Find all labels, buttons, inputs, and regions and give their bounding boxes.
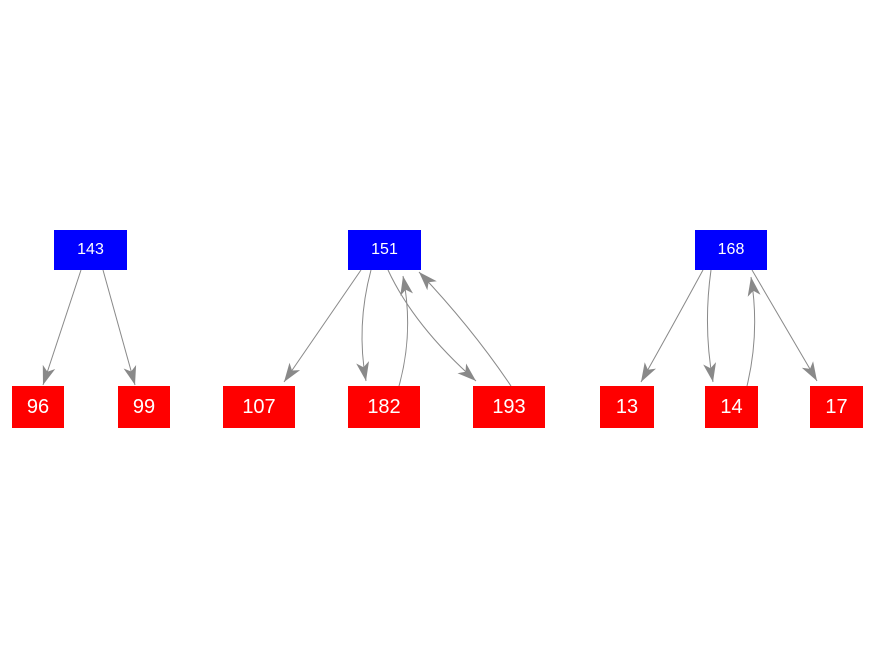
arrowhead-icon: [419, 272, 437, 291]
edge-143-96: [42, 269, 82, 386]
node-182: 182: [348, 386, 420, 428]
arrowhead-icon: [641, 362, 656, 382]
edge-line: [418, 271, 512, 387]
arrowhead-icon: [400, 276, 413, 296]
node-107: 107: [223, 386, 295, 428]
arrowhead-icon: [703, 362, 716, 382]
edge-151-107: [283, 269, 362, 383]
edge-line: [640, 269, 704, 383]
node-143: 143: [54, 230, 127, 270]
node-13: 13: [600, 386, 654, 428]
edge-182-151: [398, 275, 413, 387]
node-193: 193: [473, 386, 545, 428]
edge-168-13: [640, 269, 704, 383]
edge-line: [283, 269, 362, 383]
arrowhead-icon: [747, 277, 761, 297]
arrowhead-icon: [457, 363, 476, 381]
edge-14-168: [746, 276, 761, 387]
edge-168-17: [751, 269, 818, 382]
edge-151-193: [387, 269, 477, 382]
edge-168-14: [703, 269, 716, 383]
edge-line: [387, 269, 477, 382]
edge-193-151: [418, 271, 512, 387]
arrowhead-icon: [284, 362, 301, 382]
node-99: 99: [118, 386, 170, 428]
arrowhead-icon: [356, 361, 369, 381]
edge-line: [751, 269, 818, 382]
node-14: 14: [705, 386, 758, 428]
arrowhead-icon: [123, 365, 137, 385]
arrowhead-icon: [801, 361, 817, 381]
node-96: 96: [12, 386, 64, 428]
node-17: 17: [810, 386, 863, 428]
node-151: 151: [348, 230, 421, 270]
edge-143-99: [102, 269, 137, 386]
edge-151-182: [356, 269, 372, 382]
arrowhead-icon: [42, 364, 56, 385]
node-168: 168: [695, 230, 767, 270]
